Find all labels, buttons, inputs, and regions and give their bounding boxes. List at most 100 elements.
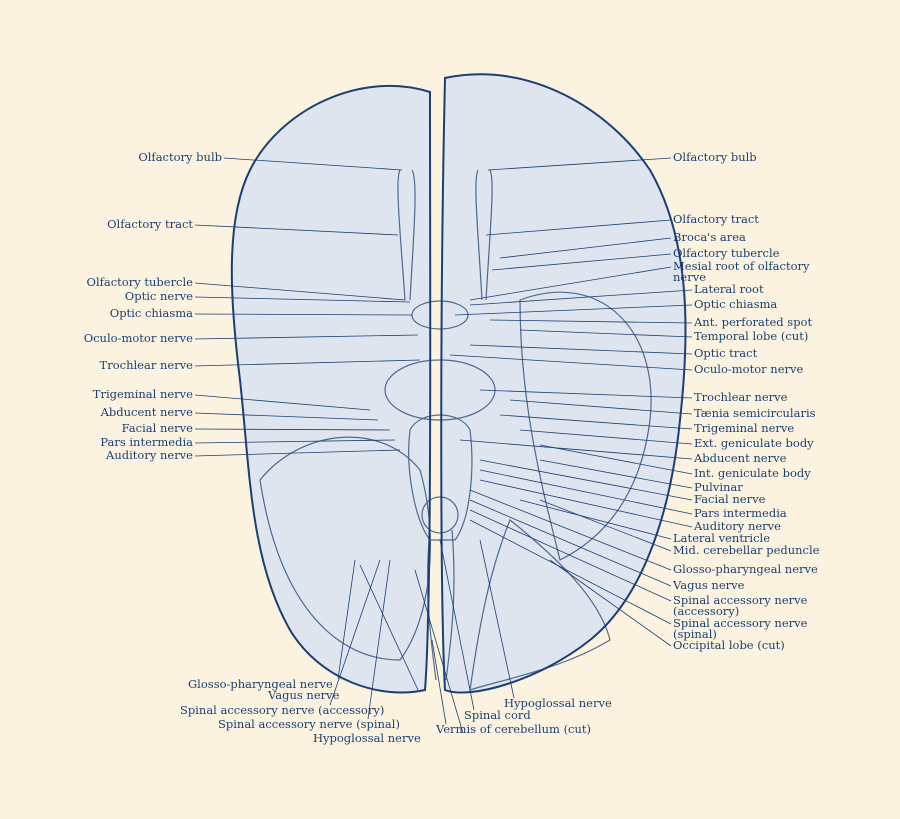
right-hemisphere — [440, 73, 687, 694]
label-right-13: Tænia semicircularis — [694, 406, 816, 420]
leader-left-5 — [194, 334, 419, 340]
label-right-4: Mesial root of olfactory — [673, 259, 810, 273]
label-right-19: Facial nerve — [694, 492, 766, 506]
label-right-22: Lateral ventricle — [673, 531, 771, 545]
label-right-9: Temporal lobe (cut) — [694, 329, 809, 343]
label-right-15: Ext. geniculate body — [694, 436, 814, 450]
leader-right-30 — [549, 559, 672, 647]
label-left-3: Optic nerve — [124, 289, 193, 303]
label-right-30: Occipital lobe (cut) — [673, 638, 785, 652]
leader-bottom-7 — [431, 639, 447, 725]
label-left-4: Optic chiasma — [109, 306, 193, 320]
leader-left-0 — [223, 157, 403, 171]
label-right-1: Olfactory tract — [673, 212, 759, 226]
label-right-7: Optic chiasma — [694, 297, 778, 311]
leader-right-16 — [459, 439, 693, 460]
label-right-20: Pars intermedia — [694, 506, 787, 520]
spinal-cord-section — [421, 496, 459, 534]
leader-left-3 — [194, 296, 411, 303]
leader-right-28 — [469, 519, 672, 625]
leader-right-26 — [469, 509, 672, 602]
leader-right-14 — [499, 414, 693, 430]
leader-right-9 — [519, 329, 693, 338]
label-right-24: Glosso-pharyngeal nerve — [673, 562, 818, 576]
label-bottom-5: Hypoglossal nerve — [504, 696, 612, 710]
brain-stem — [408, 414, 473, 541]
leader-right-7 — [454, 304, 693, 316]
spinal-cord — [426, 529, 455, 681]
left-cerebellum — [259, 436, 431, 661]
label-bottom-0: Glosso-pharyngeal nerve — [188, 677, 333, 691]
label-right-14: Trigeminal nerve — [694, 421, 795, 435]
label-right-0: Olfactory bulb — [673, 150, 757, 164]
leader-left-10 — [194, 439, 396, 444]
label-left-2: Olfactory tubercle — [86, 275, 193, 289]
occipital-lobe — [469, 519, 611, 691]
leader-left-2 — [194, 282, 406, 301]
right-temporal-lobe — [519, 291, 652, 561]
label-left-1: Olfactory tract — [107, 217, 193, 231]
leader-right-24 — [469, 489, 672, 571]
leader-right-21 — [479, 479, 693, 528]
label-right-2: Broca's area — [673, 230, 746, 244]
label-right-12: Trochlear nerve — [694, 390, 788, 404]
olfactory-bulb-left — [397, 169, 416, 301]
label-right-6: Lateral root — [694, 282, 764, 296]
label-right-18: Pulvinar — [694, 480, 743, 494]
leader-left-4 — [194, 313, 413, 316]
label-bottom-6: Spinal cord — [464, 708, 531, 722]
label-bottom-2: Spinal accessory nerve (accessory) — [180, 703, 385, 717]
leader-right-15 — [519, 429, 693, 445]
label-right-3: Olfactory tubercle — [673, 246, 780, 260]
leader-bottom-5 — [479, 539, 515, 699]
leader-bottom-0 — [337, 559, 356, 680]
leader-right-25 — [469, 499, 672, 587]
leader-right-2 — [499, 237, 672, 259]
leader-right-6 — [469, 289, 693, 306]
leader-right-0 — [487, 157, 672, 171]
leader-bottom-6 — [439, 539, 475, 711]
label-left-11: Auditory nerve — [106, 448, 193, 462]
leader-right-18 — [539, 459, 693, 489]
label-right-5: nerve — [673, 270, 707, 284]
label-right-10: Optic tract — [694, 346, 758, 360]
leader-right-4 — [469, 266, 672, 301]
label-left-9: Facial nerve — [121, 421, 193, 435]
leader-left-9 — [194, 428, 391, 431]
leader-right-11 — [449, 354, 693, 371]
label-bottom-3: Spinal accessory nerve (spinal) — [218, 717, 400, 731]
label-left-5: Oculo-motor nerve — [83, 331, 193, 345]
label-bottom-7: Vermis of cerebellum (cut) — [436, 722, 592, 736]
leader-right-1 — [485, 219, 672, 236]
left-hemisphere — [230, 84, 432, 694]
label-right-21: Auditory nerve — [694, 519, 781, 533]
leader-left-11 — [194, 449, 401, 457]
leader-right-17 — [539, 444, 693, 475]
leader-right-23 — [539, 499, 672, 552]
label-right-28: Spinal accessory nerve — [673, 616, 808, 630]
label-left-10: Pars intermedia — [100, 435, 193, 449]
leader-bottom-2 — [329, 559, 381, 706]
olfactory-bulb-right — [475, 169, 493, 301]
leader-right-19 — [479, 459, 693, 501]
leader-bottom-1 — [359, 564, 419, 691]
leader-left-8 — [194, 412, 379, 421]
label-right-25: Vagus nerve — [673, 578, 745, 592]
label-right-8: Ant. perforated spot — [694, 315, 813, 329]
label-left-7: Trigeminal nerve — [92, 387, 193, 401]
leader-right-20 — [479, 469, 693, 515]
leader-right-22 — [519, 499, 672, 540]
label-right-16: Abducent nerve — [694, 451, 787, 465]
leader-left-6 — [194, 359, 421, 367]
label-right-11: Oculo-motor nerve — [694, 362, 804, 376]
leader-left-1 — [194, 224, 399, 236]
label-right-26: Spinal accessory nerve — [673, 593, 808, 607]
label-right-23: Mid. cerebellar peduncle — [673, 543, 820, 557]
label-right-27: (accessory) — [673, 604, 740, 618]
label-left-6: Trochlear nerve — [99, 358, 193, 372]
label-bottom-1: Vagus nerve — [268, 688, 340, 702]
leader-right-12 — [479, 389, 693, 399]
leader-bottom-4 — [414, 569, 464, 734]
